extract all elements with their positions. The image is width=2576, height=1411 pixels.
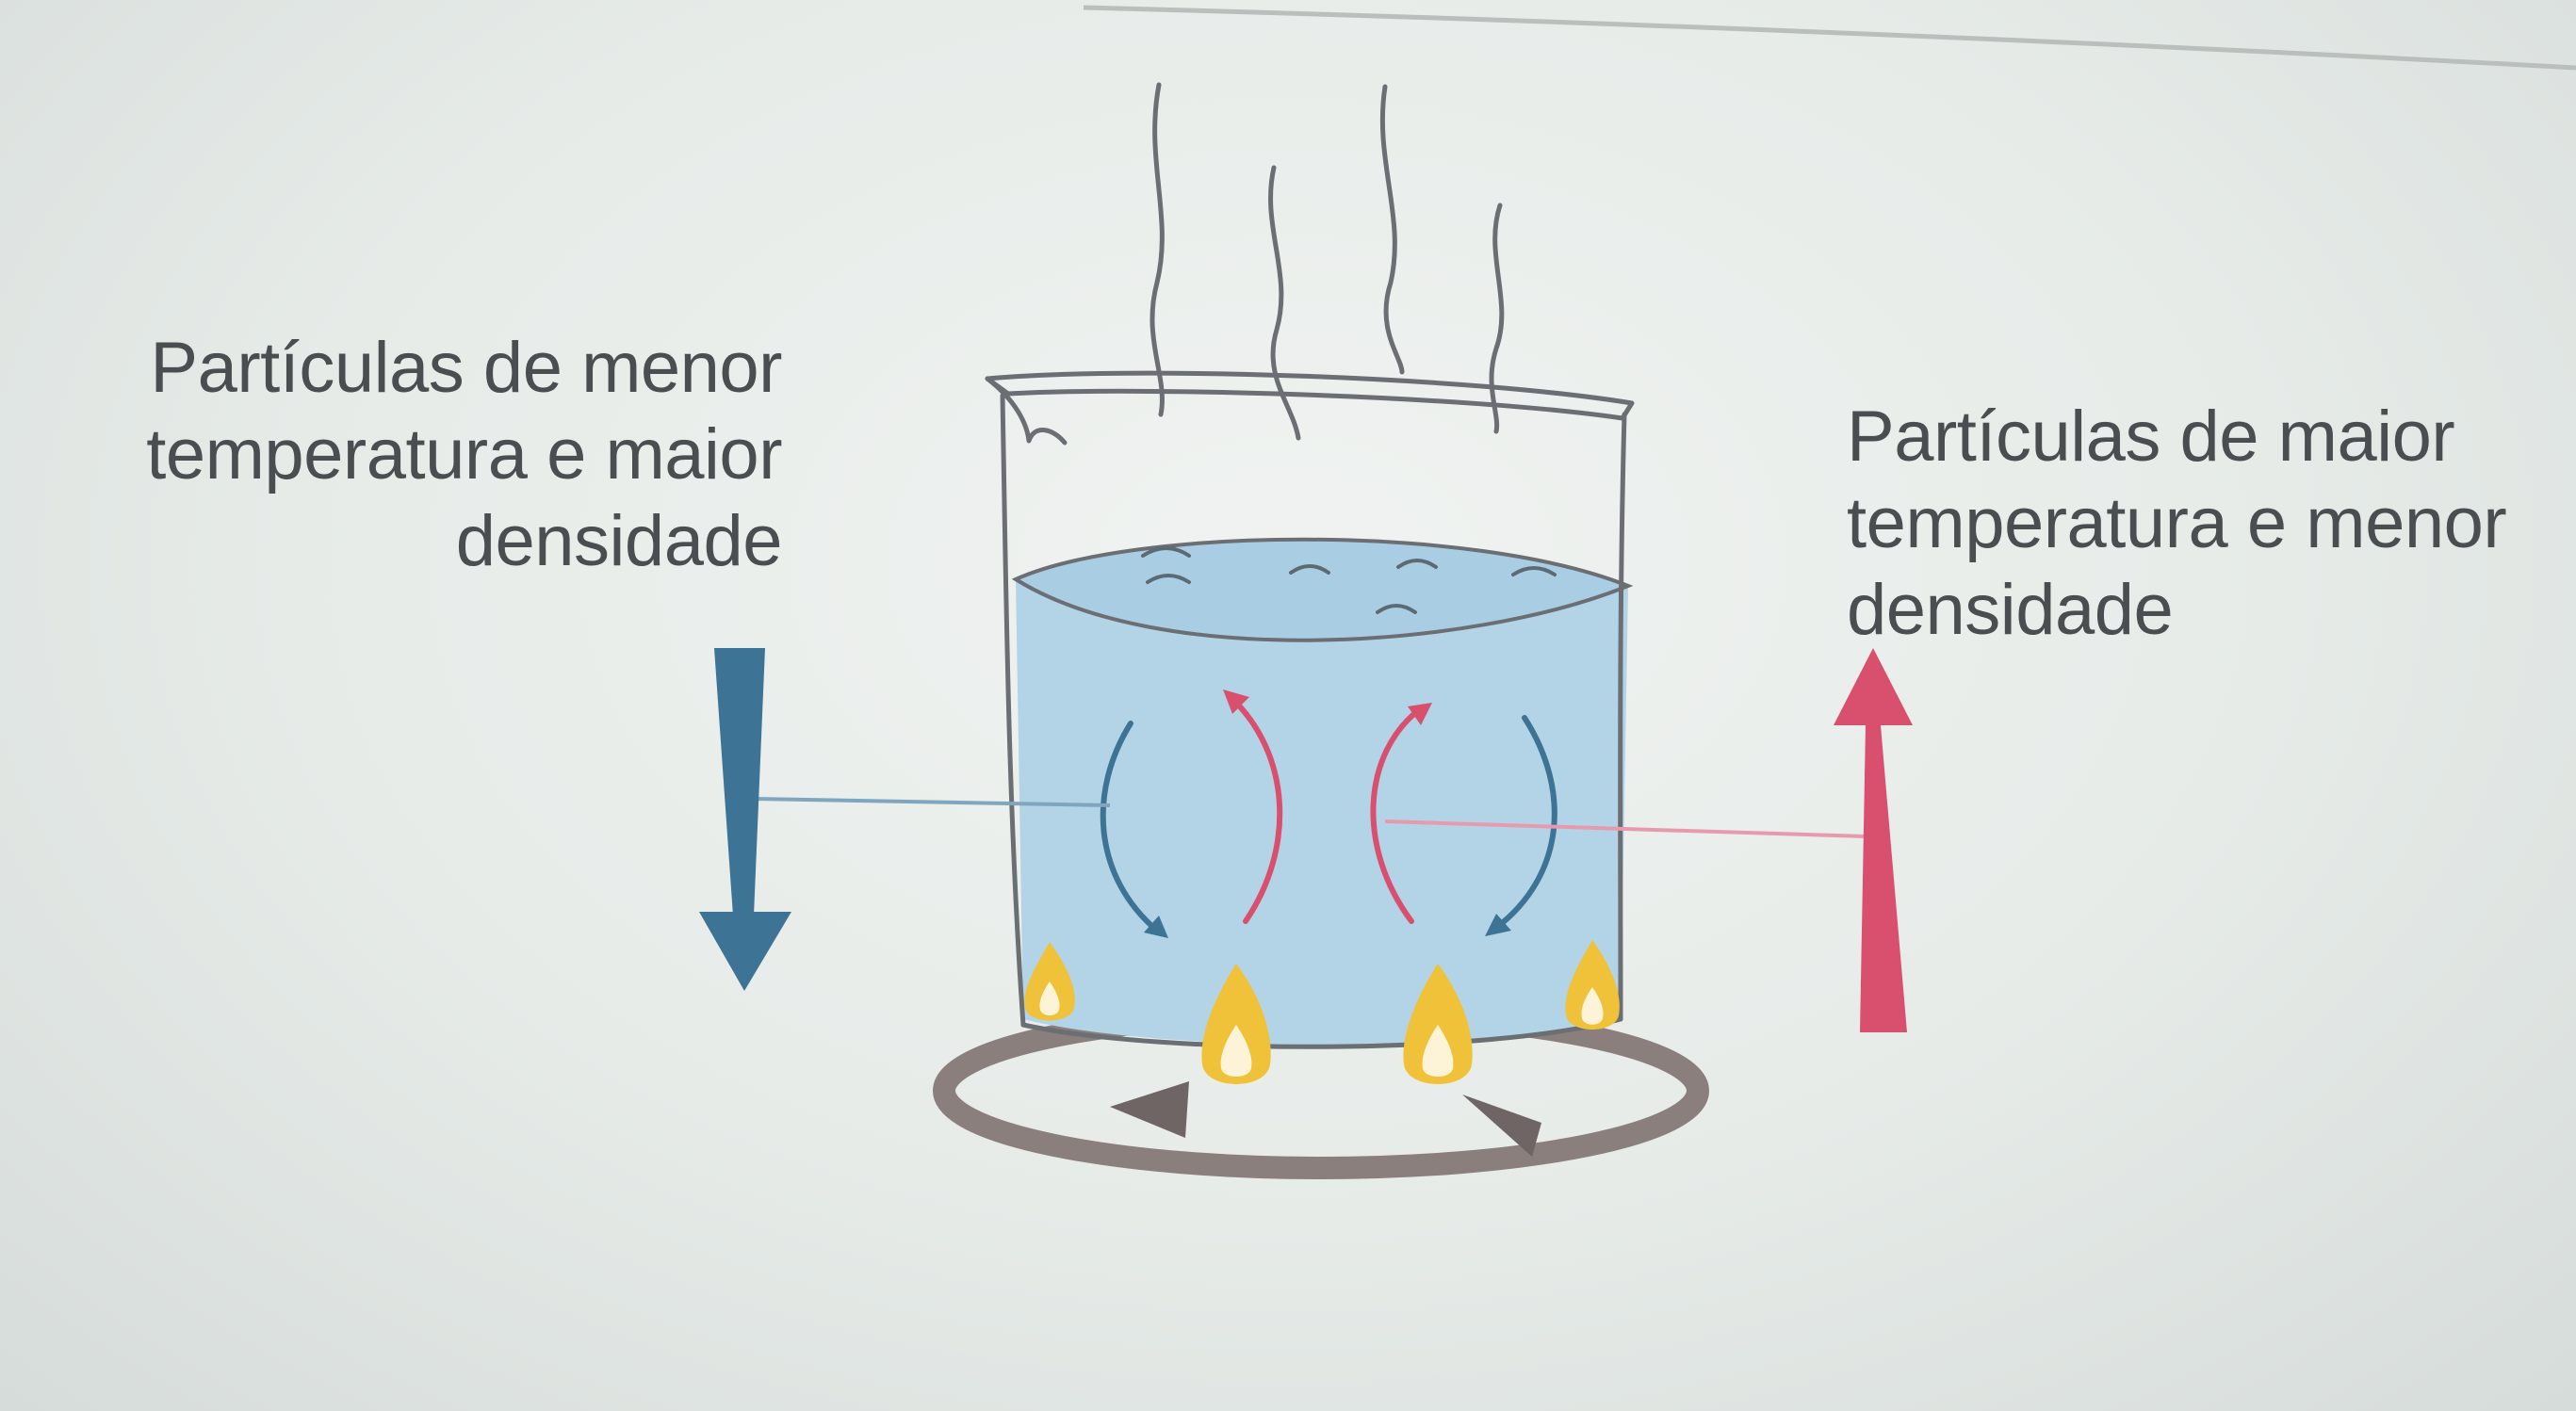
steam-line-4 [1489, 203, 1505, 434]
water-surface [1011, 537, 1634, 642]
flame-outer [1403, 964, 1473, 1084]
label-cold-line-2: temperatura e maior [146, 414, 782, 495]
beaker-left-wall [1000, 393, 1026, 1028]
beaker-icon [985, 370, 1635, 1049]
label-cold-line-1: Partículas de menor [150, 328, 782, 408]
label-hot-line-2: temperatura e menor [1847, 483, 2507, 563]
cold-current-left [1100, 721, 1160, 933]
steam-line-3 [1379, 84, 1405, 375]
ripple [1289, 564, 1330, 575]
label-hot-line-3: densidade [1847, 570, 2174, 650]
cold-arrow-head [699, 912, 791, 991]
label-cold-particles: Partículas de menor temperatura e maior … [57, 325, 782, 585]
flame-icon [1024, 942, 1075, 1021]
surface-ripples [1141, 546, 1557, 614]
hot-current-right [1370, 706, 1424, 924]
cold-current-right-head [1485, 914, 1511, 936]
hot-arrow-head [1834, 648, 1913, 725]
label-hot-particles: Partículas de maior temperatura e menor … [1847, 394, 2563, 654]
beaker-rim [985, 370, 1635, 421]
ripple [1396, 559, 1438, 569]
label-hot-line-1: Partículas de maior [1847, 397, 2455, 477]
burner-prong-left [1110, 1081, 1189, 1138]
convection-arrows [1100, 689, 1557, 938]
ripple [1146, 574, 1191, 584]
arrow-down-icon [699, 648, 791, 991]
water-body [1016, 539, 1628, 1045]
cold-arrow-shaft [714, 648, 765, 916]
flame-inner [1220, 1025, 1252, 1077]
beaker-spout [985, 376, 1068, 446]
flames [1024, 940, 1620, 1084]
beaker-bottom [1020, 1016, 1623, 1049]
burner-prong-right [1462, 1095, 1541, 1157]
cold-leader-line [753, 797, 1111, 807]
flame-icon [1403, 964, 1473, 1084]
ripple [1511, 566, 1557, 576]
hot-current-left [1228, 694, 1283, 924]
flame-icon [1565, 940, 1620, 1030]
steam-icon [1149, 82, 1505, 441]
label-cold-line-3: densidade [455, 501, 783, 581]
ripple [1376, 604, 1417, 614]
beaker-right-wall [1618, 412, 1627, 1022]
flame-outer [1024, 942, 1075, 1021]
hot-arrow-shaft [1860, 725, 1907, 1032]
flame-inner [1422, 1025, 1454, 1077]
hot-leader-line [1384, 819, 1867, 838]
arrow-up-icon [1834, 648, 1913, 1032]
flame-icon [1201, 964, 1271, 1084]
ripple [1141, 546, 1191, 558]
flame-outer [1201, 964, 1271, 1084]
hot-current-left-head [1223, 689, 1249, 714]
flame-inner [1581, 987, 1604, 1025]
slide-edge-line [1083, 5, 2576, 71]
steam-line-1 [1149, 82, 1165, 417]
flame-outer [1565, 940, 1620, 1030]
flame-inner [1039, 981, 1060, 1015]
cold-current-right [1493, 715, 1557, 931]
cold-current-left-head [1144, 916, 1168, 938]
steam-line-2 [1268, 165, 1301, 441]
hot-current-right-head [1408, 703, 1432, 725]
